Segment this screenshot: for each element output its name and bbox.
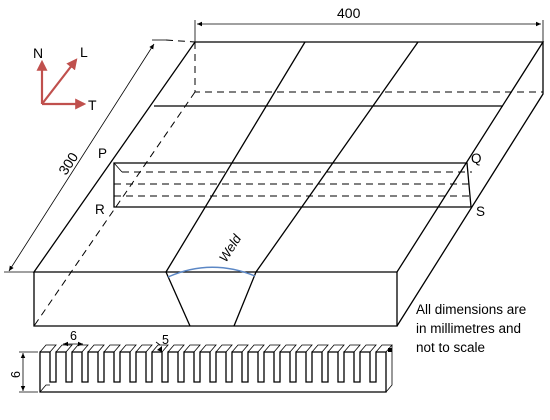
- length-dimension: 400: [194, 5, 544, 42]
- corner-label-s: S: [476, 204, 485, 219]
- height-dimension-label: 6: [9, 371, 23, 378]
- dimension-note: All dimensions are in millimetres and no…: [416, 300, 546, 357]
- hidden-back-edges: [194, 42, 543, 93]
- comb-right-depth: [385, 345, 393, 393]
- corner-label-q: Q: [471, 151, 482, 166]
- comb-end-mark: [388, 348, 392, 352]
- l-axis-arrow: [41, 58, 78, 105]
- weld-label: Weld: [216, 231, 245, 265]
- plate-front-face: [33, 272, 398, 327]
- note-line-1: All dimensions are: [416, 302, 527, 317]
- width-dimension-label: 300: [55, 149, 81, 177]
- specimen-slice-outline: [113, 162, 472, 208]
- specimen-bevel-line: [113, 162, 123, 173]
- note-line-2: in millimetres and: [416, 321, 522, 336]
- comb-specimen: 6 5 6: [9, 329, 393, 393]
- comb-depth-edges: [39, 344, 393, 353]
- weld-groove-right: [233, 271, 257, 327]
- plate-right-face: [396, 42, 544, 327]
- t-axis-label: T: [88, 97, 97, 113]
- weld-cap-curve: [167, 266, 256, 278]
- grid-line-longitudinal-1: [165, 41, 306, 273]
- hidden-bottom-edge: [33, 91, 196, 327]
- corner-label-r: R: [95, 202, 105, 217]
- plate-top-face: [32, 41, 545, 273]
- note-line-3: not to scale: [416, 340, 486, 355]
- n-axis-label: N: [33, 45, 43, 61]
- width-extension-top-dashed: [165, 39, 196, 43]
- gap-width-label: 5: [162, 333, 169, 347]
- width-dimension-line: [8, 43, 155, 272]
- grid-line-longitudinal-2: [255, 41, 419, 273]
- comb-front-outline: [39, 351, 387, 393]
- corner-label-p: P: [98, 146, 107, 161]
- length-dimension-label: 400: [337, 5, 361, 21]
- gap-pointer-line: [155, 341, 161, 346]
- comb-gap-mark: [157, 346, 162, 352]
- plate-block: Weld P Q R S: [32, 41, 545, 327]
- tooth-width-label: 6: [70, 329, 77, 343]
- l-axis-label: L: [80, 44, 88, 60]
- comb-base-depth: [39, 384, 50, 393]
- weld-groove-left: [165, 271, 191, 327]
- orientation-axes: N L T: [33, 44, 97, 113]
